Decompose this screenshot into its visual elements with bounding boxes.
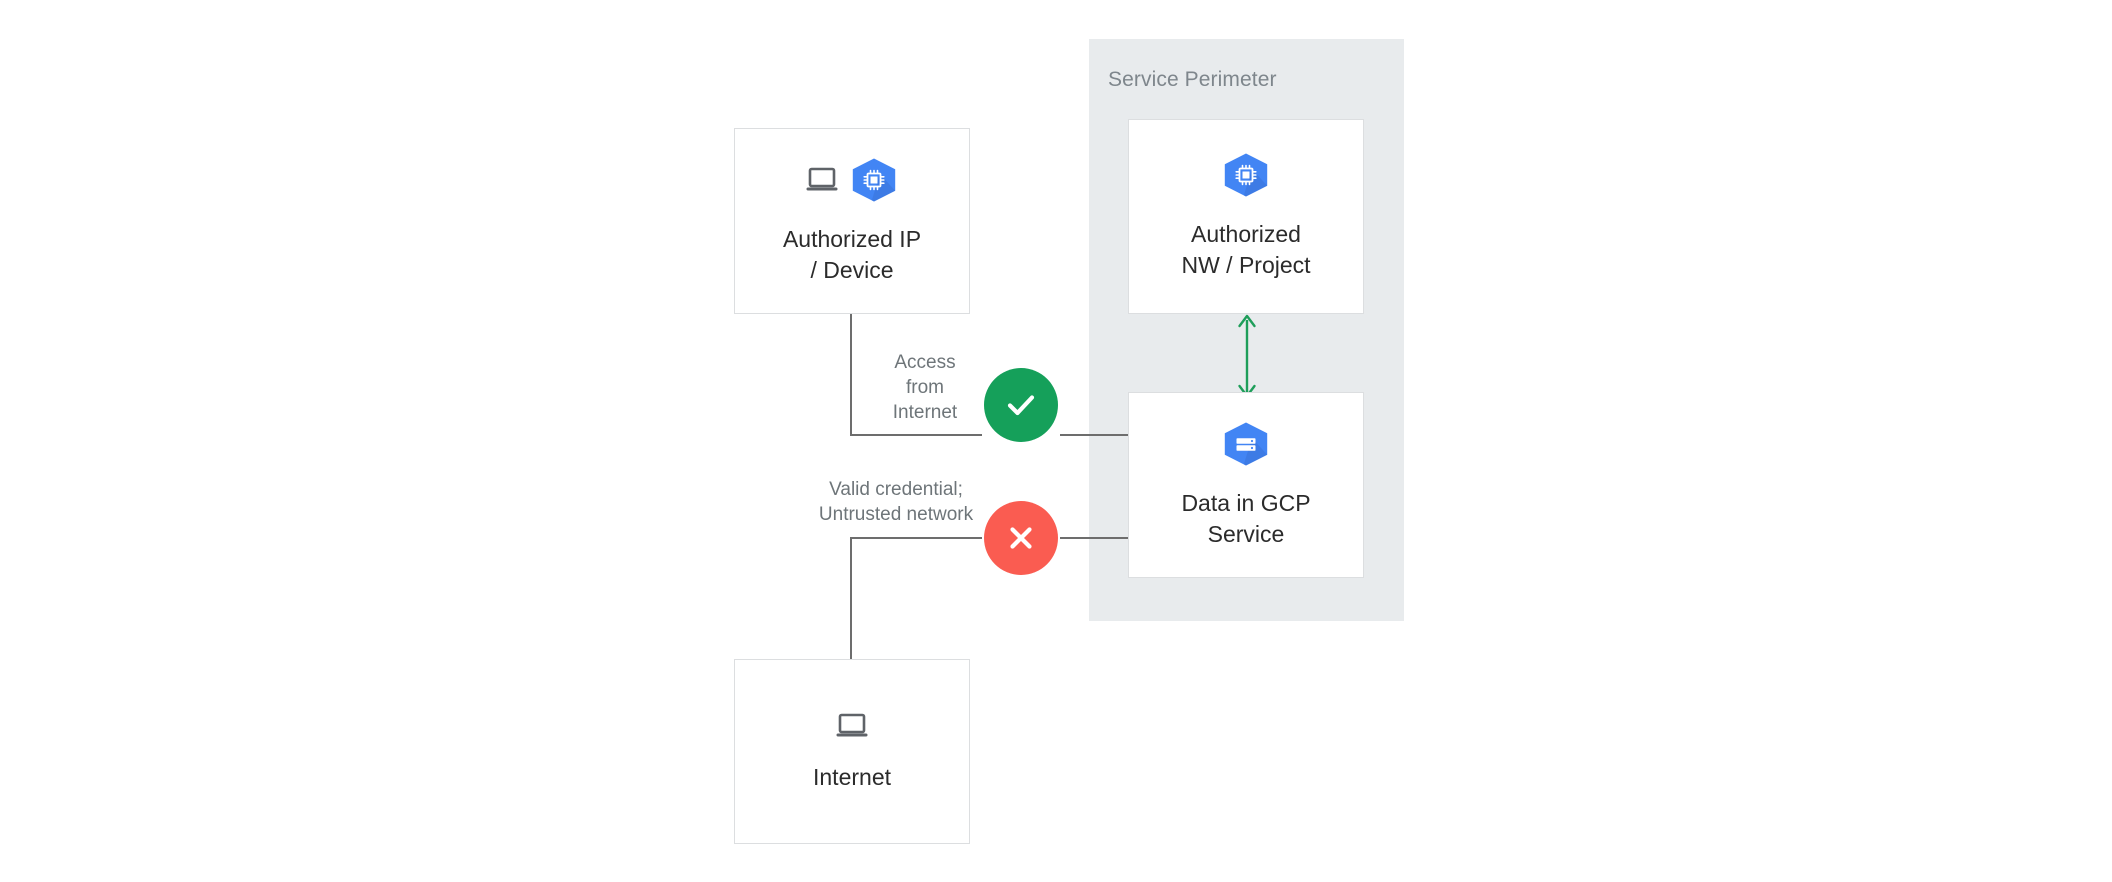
node-internet-label: Internet	[813, 763, 891, 790]
status-badge-deny[interactable]	[984, 501, 1058, 575]
gcp-storage-hexagon-icon	[1221, 421, 1271, 472]
node-authorized-ip-device-label: Authorized IP / Device	[782, 225, 922, 283]
node-data-in-gcp-service[interactable]: Data in GCP Service	[1128, 392, 1364, 578]
node-data-in-gcp-service-label: Data in GCP Service	[1181, 489, 1311, 547]
laptop-icon	[835, 711, 869, 746]
node-internet-icons	[835, 711, 869, 746]
gcp-compute-hexagon-icon	[849, 157, 899, 208]
service-perimeter-label: Service Perimeter	[1108, 68, 1277, 91]
connector-device-to-allow-horizontal	[850, 434, 982, 436]
connector-deny-to-data-horizontal	[1060, 537, 1128, 539]
connector-allow-to-data-horizontal	[1060, 434, 1128, 436]
edge-label-access-from-internet: Access from Internet	[892, 352, 958, 424]
close-icon	[1001, 518, 1041, 558]
node-authorized-ip-device-icons	[805, 157, 899, 208]
node-authorized-ip-device[interactable]: Authorized IP / Device	[734, 128, 970, 314]
node-data-in-gcp-service-icons	[1221, 421, 1271, 472]
connector-internet-to-deny-horizontal	[850, 537, 982, 539]
edge-label-valid-credential-untrusted-network: Valid credential; Untrusted network	[818, 479, 974, 526]
connector-internet-to-deny-vertical	[850, 537, 852, 660]
node-internet[interactable]: Internet	[734, 659, 970, 844]
check-icon	[1001, 385, 1041, 425]
gcp-compute-hexagon-icon	[1221, 152, 1271, 203]
laptop-icon	[805, 165, 839, 200]
node-authorized-nw-project-label: Authorized NW / Project	[1181, 221, 1311, 278]
node-authorized-nw-project[interactable]: Authorized NW / Project	[1128, 119, 1364, 314]
node-authorized-nw-project-icons	[1221, 152, 1271, 203]
status-badge-allow[interactable]	[984, 368, 1058, 442]
connector-device-to-allow-vertical	[850, 313, 852, 436]
